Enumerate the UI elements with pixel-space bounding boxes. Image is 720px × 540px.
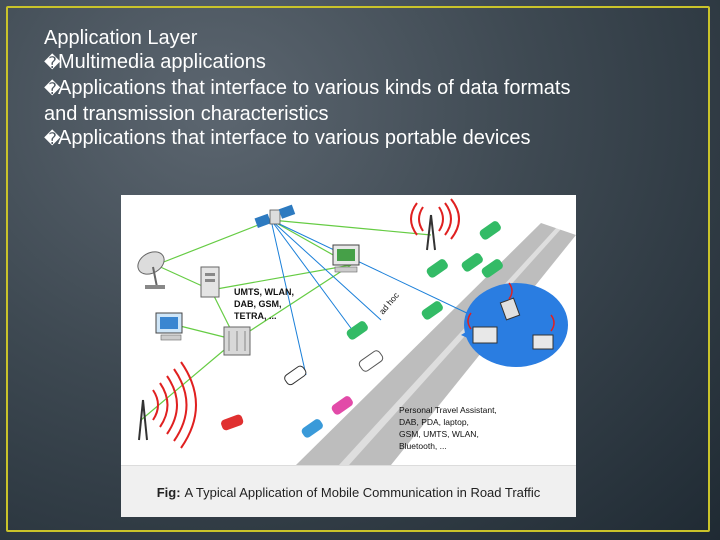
devices-bubble <box>461 282 568 367</box>
network-computer-icon <box>332 244 360 273</box>
satellite-links <box>270 219 472 376</box>
base-station-icon <box>223 326 251 356</box>
bullet-2-continued: and transmission characteristics <box>44 103 329 125</box>
figure-caption: Fig: A Typical Application of Mobile Com… <box>121 465 576 517</box>
svg-text:Bluetooth, ...: Bluetooth, ... <box>399 441 447 451</box>
bullet-2: �Applications that interface to various … <box>44 76 684 102</box>
networks-label: UMTS, WLAN, DAB, GSM, TETRA, ... <box>234 287 294 321</box>
slide-text: Application Layer �Multimedia applicatio… <box>44 26 684 152</box>
computer-icon <box>155 312 183 341</box>
slide-title: Application Layer <box>44 27 198 49</box>
bullet-glyph: � <box>44 81 61 98</box>
ad-hoc-label: ad hoc <box>377 290 402 317</box>
svg-text:UMTS, WLAN,: UMTS, WLAN, <box>234 287 294 297</box>
devices-label: Personal Travel Assistant, DAB, PDA, lap… <box>399 405 497 451</box>
caption-prefix: Fig: <box>156 484 181 500</box>
svg-text:DAB, PDA, laptop,: DAB, PDA, laptop, <box>399 417 469 427</box>
svg-text:Personal Travel Assistant,: Personal Travel Assistant, <box>399 405 497 415</box>
slide-frame <box>6 6 710 532</box>
road-traffic-figure: UMTS, WLAN, DAB, GSM, TETRA, ... ad hoc … <box>121 195 576 517</box>
bullet-2-text: Applications that interface to various k… <box>58 77 571 99</box>
bullet-glyph: � <box>44 55 61 72</box>
bullet-1-text: Multimedia applications <box>58 51 266 73</box>
cars <box>221 221 503 438</box>
road-traffic-illustration: UMTS, WLAN, DAB, GSM, TETRA, ... ad hoc … <box>137 198 576 465</box>
radio-tower-top-icon <box>410 198 460 251</box>
svg-text:TETRA, ...: TETRA, ... <box>234 311 277 321</box>
caption-text: A Typical Application of Mobile Communic… <box>184 484 541 500</box>
bullet-glyph: � <box>44 131 61 148</box>
server-icon <box>200 266 220 298</box>
satellite-icon <box>254 204 296 228</box>
bullet-3-text: Applications that interface to various p… <box>58 127 531 149</box>
radio-tower-bottom-icon <box>138 361 197 449</box>
svg-text:GSM, UMTS, WLAN,: GSM, UMTS, WLAN, <box>399 429 479 439</box>
svg-text:DAB, GSM,: DAB, GSM, <box>234 299 282 309</box>
bullet-3: �Applications that interface to various … <box>44 126 684 152</box>
bullet-1: �Multimedia applications <box>44 50 684 76</box>
satellite-dish-icon <box>137 251 165 289</box>
